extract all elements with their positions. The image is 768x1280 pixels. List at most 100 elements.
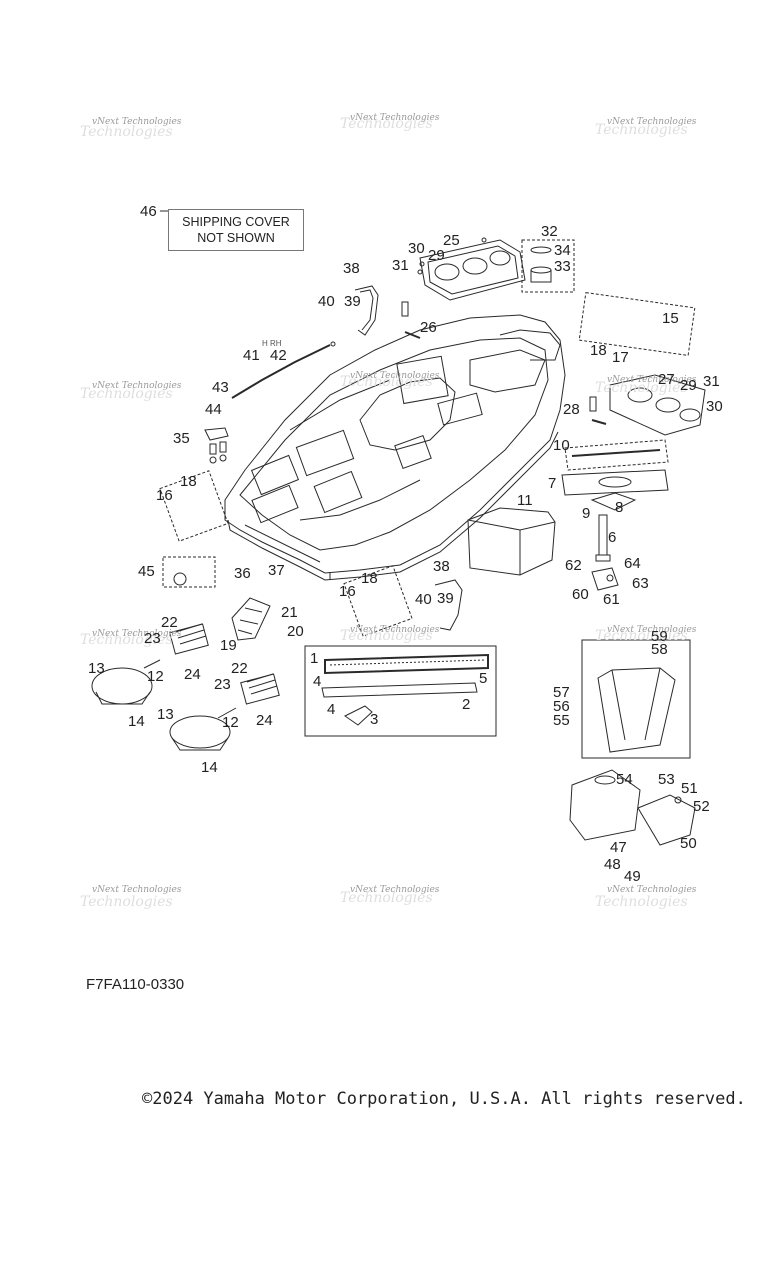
callout-40: 40 [318,293,335,310]
callout-55: 55 [553,712,570,729]
svg-text:vNext Technologies: vNext Technologies [92,117,182,127]
callout-62: 62 [565,557,582,574]
callout-6: 6 [608,529,616,546]
svg-text:vNext Technologies: vNext Technologies [607,375,697,385]
callout-36: 36 [234,565,251,582]
bag-54 [569,769,641,841]
cup-holder-32 [521,239,575,293]
svg-text:Technologies: Technologies [80,632,173,648]
callout-3: 3 [370,711,378,728]
callout-1: 1 [310,650,318,667]
diagram-code: F7FA110-0330 [86,976,185,993]
svg-text:Technologies: Technologies [595,628,688,644]
callout-56: 56 [553,698,570,715]
svg-text:Technologies: Technologies [340,628,433,644]
cleat-group-15 [578,292,696,356]
callout-7: 7 [548,475,556,492]
callout-18: 18 [590,342,607,359]
callout-38: 38 [433,558,450,575]
callout-59: 59 [651,628,668,645]
step-22-top [169,623,209,655]
callout-13: 13 [88,660,105,677]
svg-text:Technologies: Technologies [595,122,688,138]
callout-64: 64 [624,555,641,572]
console-cover-25 [419,239,526,301]
callout-44: 44 [205,401,222,418]
callout-22: 22 [231,660,248,677]
cover-13-right [169,715,231,749]
callout-52: 52 [693,798,710,815]
copyright-notice: ©2024 Yamaha Motor Corporation, U.S.A. A… [142,1089,746,1109]
callout-50: 50 [680,835,697,852]
svg-text:vNext Technologies: vNext Technologies [92,629,182,639]
svg-text:vNext Technologies: vNext Technologies [92,381,182,391]
step-22-bottom [240,673,280,705]
svg-text:Technologies: Technologies [80,124,173,140]
svg-text:vNext Technologies: vNext Technologies [350,885,440,895]
callout-30: 30 [706,398,723,415]
callout-46: 46 [140,203,157,220]
inset-rub-rail [304,645,497,737]
callout-37: 37 [268,562,285,579]
callout-21: 21 [281,604,298,621]
callout-13: 13 [157,706,174,723]
callout-19: 19 [220,637,237,654]
callout-57: 57 [553,684,570,701]
callout-25: 25 [443,232,460,249]
callout-2: 2 [462,696,470,713]
console-cover-right [609,374,706,436]
callout-16: 16 [339,583,356,600]
cleat-35 [204,427,229,464]
grab-handle-top [354,285,379,336]
shipping-cover-line1: SHIPPING COVER [182,215,290,229]
callout-17: 17 [612,349,629,366]
svg-text:Technologies: Technologies [340,374,433,390]
svg-text:vNext Technologies: vNext Technologies [350,371,440,381]
callout-10: 10 [553,437,570,454]
callout-39: 39 [344,293,361,310]
callout-47: 47 [610,839,627,856]
callout-51: 51 [681,780,698,797]
callout-27: 27 [658,371,675,388]
callout-16: 16 [156,487,173,504]
callout-12: 12 [222,714,239,731]
callout-54: 54 [616,771,633,788]
svg-text:vNext Technologies: vNext Technologies [350,113,440,123]
callout-35: 35 [173,430,190,447]
callout-33: 33 [554,258,571,275]
callout-20: 20 [287,623,304,640]
svg-text:Technologies: Technologies [340,116,433,132]
callout-49: 49 [624,868,641,885]
svg-text:Technologies: Technologies [595,894,688,910]
callout-34: 34 [554,242,571,259]
callout-30: 30 [408,240,425,257]
callout-40: 40 [415,591,432,608]
callout-48: 48 [604,856,621,873]
callout-43: 43 [212,379,229,396]
callout-4: 4 [313,673,321,690]
callout-41: 41 [243,347,260,364]
callout-18: 18 [361,570,378,587]
svg-text:Technologies: Technologies [80,386,173,402]
callout-15: 15 [662,310,679,327]
svg-text:vNext Technologies: vNext Technologies [607,625,697,635]
callout-60: 60 [572,586,589,603]
callout-23: 23 [214,676,231,693]
callout-61: 61 [603,591,620,608]
callout-53: 53 [658,771,675,788]
svg-text:Technologies: Technologies [595,380,688,396]
watermarks: Technologies vNext Technologies Technolo… [80,113,697,910]
rail-41-42 [231,344,331,399]
callout-12: 12 [147,668,164,685]
side-marks: H RH [262,339,282,348]
callout-14: 14 [201,759,218,776]
svg-text:vNext Technologies: vNext Technologies [607,117,697,127]
callout-29: 29 [428,247,445,264]
hull-drawing [224,314,566,581]
callout-28: 28 [563,401,580,418]
callout-9: 9 [582,505,590,522]
callout-23: 23 [144,630,161,647]
callout-63: 63 [632,575,649,592]
